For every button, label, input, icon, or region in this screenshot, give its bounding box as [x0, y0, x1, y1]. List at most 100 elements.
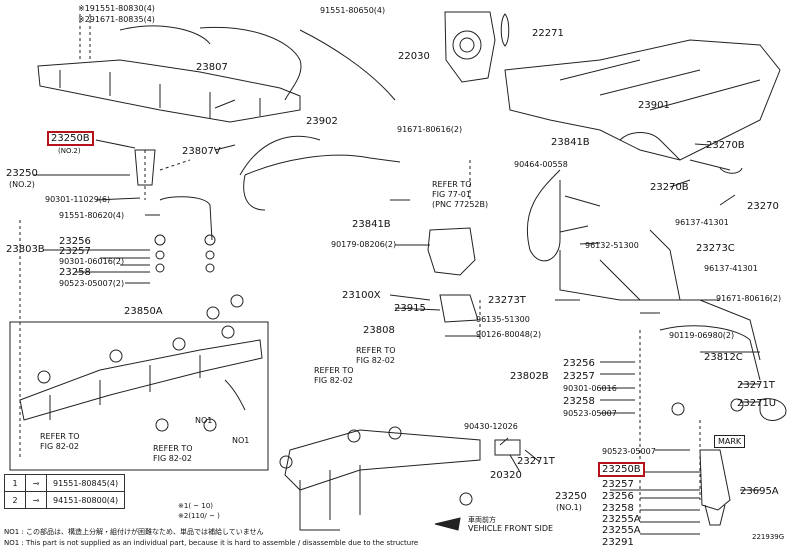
part-label: 23256 [59, 236, 91, 247]
part-label: ※291671-80835(4) [78, 15, 155, 24]
refer-fig-77-01[interactable]: (PNC 77252B) [432, 200, 489, 209]
footnote-en: NO1 : This part is not supplied as an in… [4, 539, 419, 547]
part-label: 90301-06016 [563, 384, 617, 393]
part-label: 23271U [737, 398, 777, 409]
legend-text: 91551-80845(4) [53, 478, 119, 488]
part-label: 23255A [602, 514, 641, 525]
part-label: 23258 [602, 503, 634, 514]
bolt-icon: ⊸ [26, 475, 47, 491]
note-no1: NO1 [232, 436, 250, 445]
part-label: 90301-06016(2) [59, 257, 125, 266]
part-label: 23250 [6, 168, 38, 179]
part-label-highlighted: 23250B [598, 462, 645, 477]
part-label: 23807 [196, 62, 228, 73]
part-label: 23100X [342, 290, 381, 301]
refer-fig-82-02[interactable]: REFER TO [356, 346, 396, 355]
fuel-rail-lower-center [284, 429, 481, 491]
part-label: 90523-05007(2) [59, 279, 125, 288]
intake-manifold [504, 39, 781, 161]
legend-row: 2 ⊸ 94151-80800(4) [5, 491, 125, 508]
part-label: 90523-05007 [602, 447, 656, 456]
part-label: 91551-80620(4) [59, 211, 125, 220]
mark-label: MARK [714, 435, 746, 448]
part-label: ※191551-80830(4) [78, 4, 155, 13]
part-label: 90179-08206(2) [331, 240, 397, 249]
part-label: 23257 [59, 246, 91, 257]
part-label: 23915 [394, 303, 426, 314]
refer-fig-82-02[interactable]: FIG 82-02 [356, 356, 395, 365]
part-label: 23841B [352, 219, 391, 230]
part-sublabel: (NO.1) [556, 503, 582, 512]
footnote-jp: NO1 : この部品は、構造上分解・組付けが困難なため、単品では補給していません [4, 528, 264, 536]
refer-fig-82-02[interactable]: REFER TO [153, 444, 193, 453]
vsv-23100x [427, 227, 476, 276]
part-label: 23258 [563, 396, 595, 407]
diagram-id: 221939G [752, 533, 785, 541]
part-label: 23270 [747, 201, 779, 212]
assembly-box-23850a [9, 321, 269, 471]
part-label: 22271 [532, 28, 564, 39]
part-label: 23273T [488, 295, 526, 306]
part-label: 23807V [182, 146, 221, 157]
part-label: 22030 [398, 51, 430, 62]
fuel-hose-23902 [243, 29, 401, 211]
part-label: 90126-80048(2) [476, 330, 542, 339]
part-label: 23255A [602, 525, 641, 536]
vehicle-front-label-jp: 車両前方 [468, 516, 496, 524]
part-label: 96135-51300 [476, 315, 530, 324]
part-label: 90301-11029(6) [45, 195, 111, 204]
part-label: 23695A [740, 486, 779, 497]
part-label: 23270B [706, 140, 745, 151]
part-label: 91551-80650(4) [320, 6, 386, 15]
part-label: 23901 [638, 100, 670, 111]
part-label: 23258 [59, 267, 91, 278]
throttle-body [444, 11, 496, 83]
part-label: 20320 [490, 470, 522, 481]
part-label: 23808 [363, 325, 395, 336]
refer-fig-82-02[interactable]: FIG 82-02 [153, 454, 192, 463]
legend-text: 94151-80800(4) [53, 495, 119, 505]
part-label: 23250 [555, 491, 587, 502]
note-no1: NO1 [195, 416, 213, 425]
bolt-icon: ⊸ [26, 492, 47, 508]
part-label: 90430-12026 [464, 422, 518, 431]
part-label: 23841B [551, 137, 590, 148]
part-label: 23803B [6, 244, 45, 255]
part-label: 96132-51300 [585, 241, 639, 250]
vehicle-front-label: VEHICLE FRONT SIDE [468, 524, 554, 533]
part-label: 23271T [737, 380, 775, 391]
refer-fig-82-02[interactable]: FIG 82-02 [40, 442, 79, 451]
part-sublabel: (NO.2) [58, 147, 81, 155]
part-label: 23902 [306, 116, 338, 127]
part-label: 23257 [602, 479, 634, 490]
fuel-rail-lower-left [19, 339, 263, 421]
legend-row: 1 ⊸ 91551-80845(4) [5, 475, 124, 491]
injector-right [699, 449, 731, 511]
refer-fig-77-01[interactable]: REFER TO [432, 180, 472, 189]
callout-circles [37, 294, 744, 506]
refer-fig-82-02[interactable]: FIG 82-02 [314, 376, 353, 385]
part-label: 91671-80616(2) [716, 294, 782, 303]
part-label: 23257 [563, 371, 595, 382]
refer-fig-82-02[interactable]: REFER TO [314, 366, 354, 375]
refer-fig-82-02[interactable]: REFER TO [40, 432, 80, 441]
part-label: 23256 [563, 358, 595, 369]
injector-left [134, 149, 156, 186]
part-label: 90119-06980(2) [669, 331, 735, 340]
part-label: 23270B [650, 182, 689, 193]
part-label: 23273C [696, 243, 735, 254]
part-label: 90523-05007 [563, 409, 617, 418]
fuel-rail-upper [37, 59, 301, 123]
part-label: 23291 [602, 537, 634, 548]
part-label: 23271T [517, 456, 555, 467]
part-label: 23812C [704, 352, 743, 363]
refer-fig-77-01[interactable]: FIG 77-01 [432, 190, 471, 199]
part-label: 91671-80616(2) [397, 125, 463, 134]
bolt-legend: 1 ⊸ 91551-80845(4) 2 ⊸ 94151-80800(4) [4, 474, 126, 509]
part-label: 23802B [510, 371, 549, 382]
legend-number: 1 [5, 475, 26, 491]
serial-range-note: ※1( ~ 10) [178, 502, 214, 510]
part-label-highlighted: 23250B [47, 131, 94, 146]
